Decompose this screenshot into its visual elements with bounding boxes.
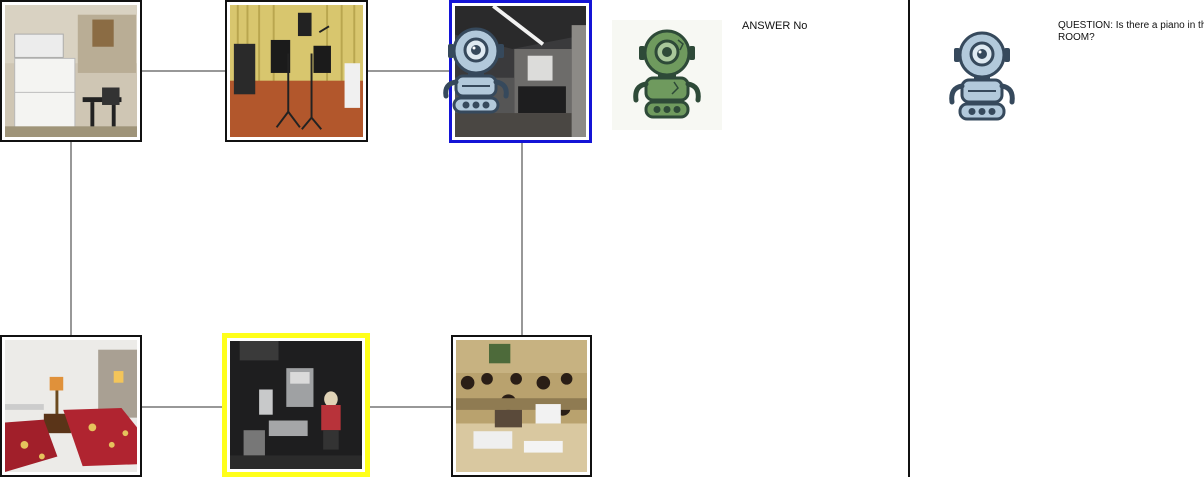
map-edges (70, 70, 523, 408)
robot-icon (949, 31, 1015, 121)
question-line-1: QUESTION: Is there a piano in th (1058, 20, 1204, 31)
meeting-room-photo (455, 6, 586, 137)
sewing-classroom-photo (456, 340, 587, 472)
editing-room-photo (230, 341, 362, 469)
room-node-music-studio[interactable] (225, 0, 368, 142)
room-node-editing-room[interactable] (222, 333, 370, 477)
music-studio-photo (230, 5, 363, 137)
room-node-kitchen[interactable] (0, 0, 142, 142)
robot-icon (443, 27, 509, 114)
bedroom-photo (5, 340, 137, 472)
kitchen-photo (5, 5, 137, 137)
answer-text: ANSWER No (742, 20, 808, 32)
green-robot-icon (633, 29, 701, 119)
panel-divider (908, 0, 910, 477)
room-node-bedroom[interactable] (0, 335, 142, 477)
question-line-2: ROOM? (1058, 32, 1095, 43)
answer-robot-card (612, 20, 722, 130)
question-text: QUESTION: Is there a piano in th ROOM? (1058, 20, 1204, 60)
room-node-sewing-classroom[interactable] (451, 335, 592, 477)
